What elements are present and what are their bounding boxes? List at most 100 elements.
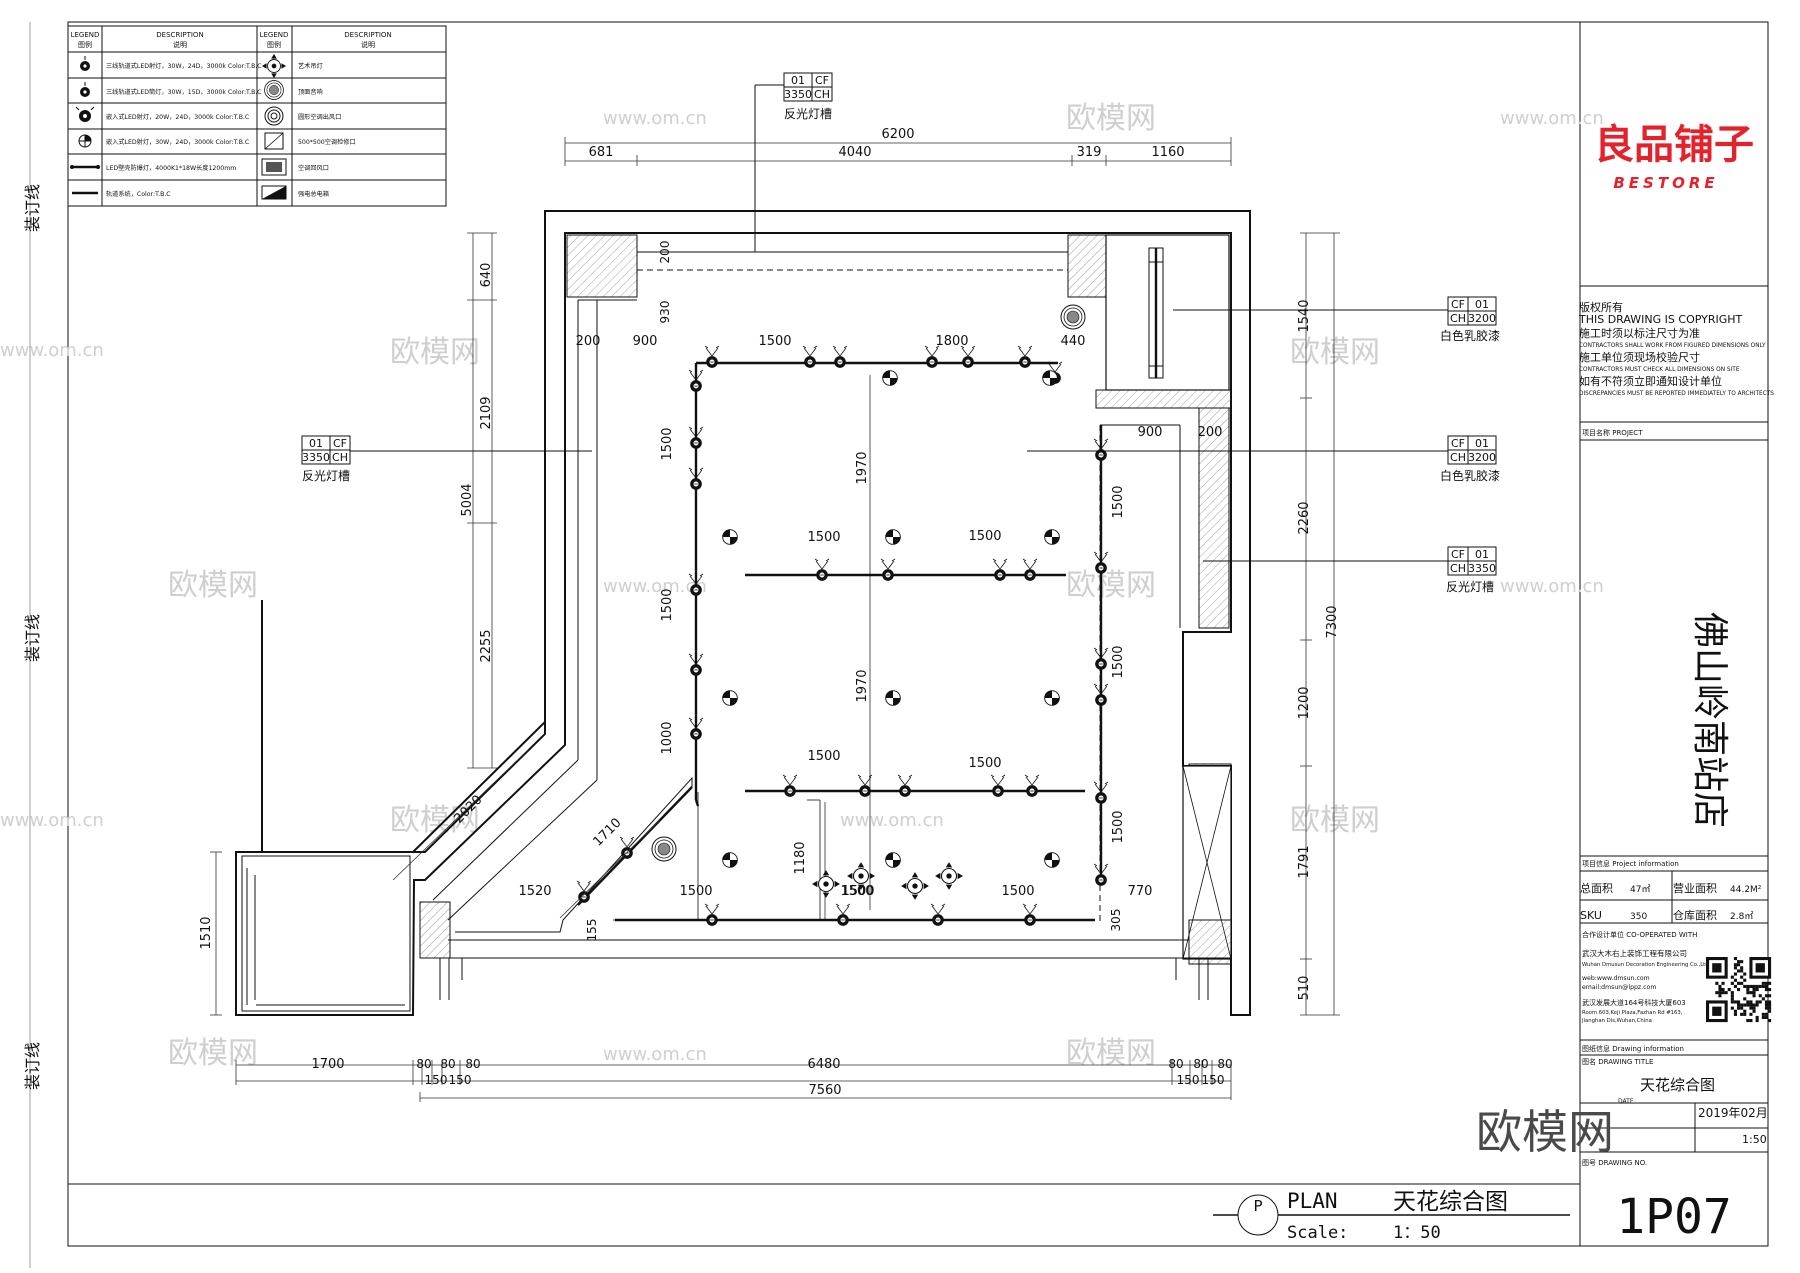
track-spotlight-icon bbox=[1094, 657, 1108, 671]
dim-text: 155 bbox=[585, 919, 599, 942]
dim-text: 1500 bbox=[1001, 884, 1034, 899]
legend-header: DESCRIPTION bbox=[156, 31, 203, 39]
drawing-date: 2019年02月 bbox=[1698, 1106, 1768, 1120]
legend-text: 三线轨道式LED筒灯，30W，15D，3000k Color:T.B.C bbox=[106, 88, 262, 96]
dim-text: 1970 bbox=[855, 451, 870, 484]
dim-text: 1800 bbox=[935, 334, 968, 349]
dim-text: 1510 bbox=[199, 916, 214, 949]
svg-text:01: 01 bbox=[1475, 298, 1489, 311]
watermark: www.om.cn bbox=[603, 108, 707, 129]
svg-text:44.2M²: 44.2M² bbox=[1730, 885, 1762, 895]
dim-text: 1200 bbox=[1297, 686, 1312, 719]
recessed-spotlight-icon bbox=[722, 529, 738, 545]
callout-tag-right-2: CF 01 CH 3200 白色乳胶漆 bbox=[1027, 435, 1500, 483]
svg-text:3350: 3350 bbox=[1468, 562, 1496, 575]
track-spotlight-icon bbox=[1023, 568, 1037, 582]
recessed-spotlight-icon bbox=[1044, 690, 1060, 706]
dim-text: 80 bbox=[440, 1057, 455, 1071]
callout-tag-right-1: CF 01 CH 3200 白色乳胶漆 bbox=[1173, 296, 1500, 343]
track-spotlight-icon bbox=[898, 784, 912, 798]
dim-text: 80 bbox=[416, 1057, 431, 1071]
return-air-icon bbox=[261, 158, 287, 176]
watermark: www.om.cn bbox=[0, 810, 104, 831]
watermark: 欧模网 bbox=[390, 803, 480, 838]
svg-text:项目信息 Project information: 项目信息 Project information bbox=[1582, 859, 1679, 868]
drawing-title: 天花综合图 bbox=[1640, 1076, 1715, 1094]
svg-text:web:www.dmsun.com: web:www.dmsun.com bbox=[1582, 975, 1650, 982]
svg-text:总面积: 总面积 bbox=[1580, 881, 1613, 895]
track-spotlight-small-icon bbox=[80, 82, 90, 97]
art-light-icon bbox=[261, 53, 287, 79]
light-beam-mark bbox=[857, 774, 873, 786]
track-spotlight-icon bbox=[1018, 355, 1032, 369]
dim-text: 150 bbox=[449, 1073, 472, 1087]
track-spotlight-icon bbox=[815, 568, 829, 582]
dim-text: 640 bbox=[479, 263, 494, 288]
svg-text:反光灯槽: 反光灯槽 bbox=[1446, 580, 1494, 594]
svg-text:CH: CH bbox=[332, 451, 348, 464]
svg-text:01: 01 bbox=[309, 437, 323, 450]
light-beam-mark bbox=[930, 903, 946, 915]
plan-scale-word: Scale: bbox=[1287, 1223, 1348, 1243]
svg-text:营业面积: 营业面积 bbox=[1673, 881, 1717, 895]
light-beam-mark bbox=[832, 345, 848, 357]
speaker-icon bbox=[1060, 304, 1086, 330]
track-spotlight-icon bbox=[1094, 561, 1108, 575]
speaker-icon bbox=[264, 80, 284, 100]
light-beam-mark bbox=[1047, 361, 1063, 373]
watermark: 欧模网 bbox=[168, 1036, 258, 1071]
track-spotlight-icon bbox=[1094, 791, 1108, 805]
dim-text: 1160 bbox=[1151, 145, 1184, 160]
light-beam-mark bbox=[1093, 647, 1109, 659]
recessed-spotlight-icon bbox=[1042, 370, 1058, 386]
dim-text: 1500 bbox=[1111, 645, 1126, 678]
svg-text:THIS DRAWING IS COPYRIGHT: THIS DRAWING IS COPYRIGHT bbox=[1578, 313, 1743, 326]
qr-code bbox=[1706, 957, 1772, 1023]
light-beam-mark bbox=[990, 774, 1006, 786]
track-spotlight-icon bbox=[783, 784, 797, 798]
brand-logo: 良品铺子 bbox=[1594, 122, 1754, 168]
svg-text:CH: CH bbox=[1450, 312, 1466, 325]
light-beam-mark bbox=[960, 345, 976, 357]
dim-text: 681 bbox=[589, 145, 614, 160]
plan-word: PLAN bbox=[1287, 1189, 1338, 1213]
watermark: www.om.cn bbox=[840, 810, 944, 831]
svg-text:SKU: SKU bbox=[1580, 909, 1602, 922]
track-spotlight-icon bbox=[1025, 784, 1039, 798]
speaker-icon bbox=[651, 836, 677, 862]
svg-text:3200: 3200 bbox=[1468, 451, 1496, 464]
dim-text: 80 bbox=[465, 1057, 480, 1071]
dim-text: 80 bbox=[1193, 1057, 1208, 1071]
legend-text: 圆形空调出风口 bbox=[298, 113, 341, 121]
project-name: 佛山岭南站店 bbox=[1689, 612, 1730, 828]
light-beam-mark bbox=[897, 774, 913, 786]
legend-header: 图例 bbox=[267, 40, 281, 49]
watermark: www.om.cn bbox=[0, 340, 104, 361]
svg-text:Wuhan Dmusun Decoration Engine: Wuhan Dmusun Decoration Engineering Co.,… bbox=[1582, 962, 1711, 968]
dim-text: 1791 bbox=[1297, 845, 1312, 878]
svg-text:47㎡: 47㎡ bbox=[1630, 884, 1650, 895]
light-beam-mark bbox=[802, 345, 818, 357]
callout-tag-left: 01 CF 3350 CH 反光灯槽 bbox=[301, 435, 592, 483]
light-beam-mark bbox=[1093, 438, 1109, 450]
dim-text: 200 bbox=[576, 334, 601, 349]
track-spotlight-icon bbox=[689, 663, 703, 677]
dim-text: 150 bbox=[1177, 1073, 1200, 1087]
track-spotlight-icon bbox=[925, 355, 939, 369]
light-beam-mark bbox=[1017, 345, 1033, 357]
svg-text:350: 350 bbox=[1630, 912, 1647, 922]
dim-text: 1500 bbox=[841, 884, 874, 899]
svg-text:合作设计单位 CO-OPERATED WITH: 合作设计单位 CO-OPERATED WITH bbox=[1582, 930, 1697, 939]
track-spotlight-icon bbox=[858, 784, 872, 798]
recessed-spotlight-icon bbox=[722, 690, 738, 706]
track-spotlight-icon bbox=[705, 355, 719, 369]
sheet-frame bbox=[29, 21, 1769, 1268]
dim-text: 319 bbox=[1077, 145, 1102, 160]
watermark: 欧模网 bbox=[1066, 1036, 1156, 1071]
svg-text:图名 DRAWING TITLE: 图名 DRAWING TITLE bbox=[1582, 1057, 1653, 1066]
dim-text: 305 bbox=[1109, 909, 1123, 932]
light-beam-mark bbox=[704, 345, 720, 357]
svg-text:反光灯槽: 反光灯槽 bbox=[302, 469, 350, 483]
svg-text:2.8㎡: 2.8㎡ bbox=[1730, 911, 1753, 922]
round-ac-outlet-icon bbox=[264, 106, 284, 126]
